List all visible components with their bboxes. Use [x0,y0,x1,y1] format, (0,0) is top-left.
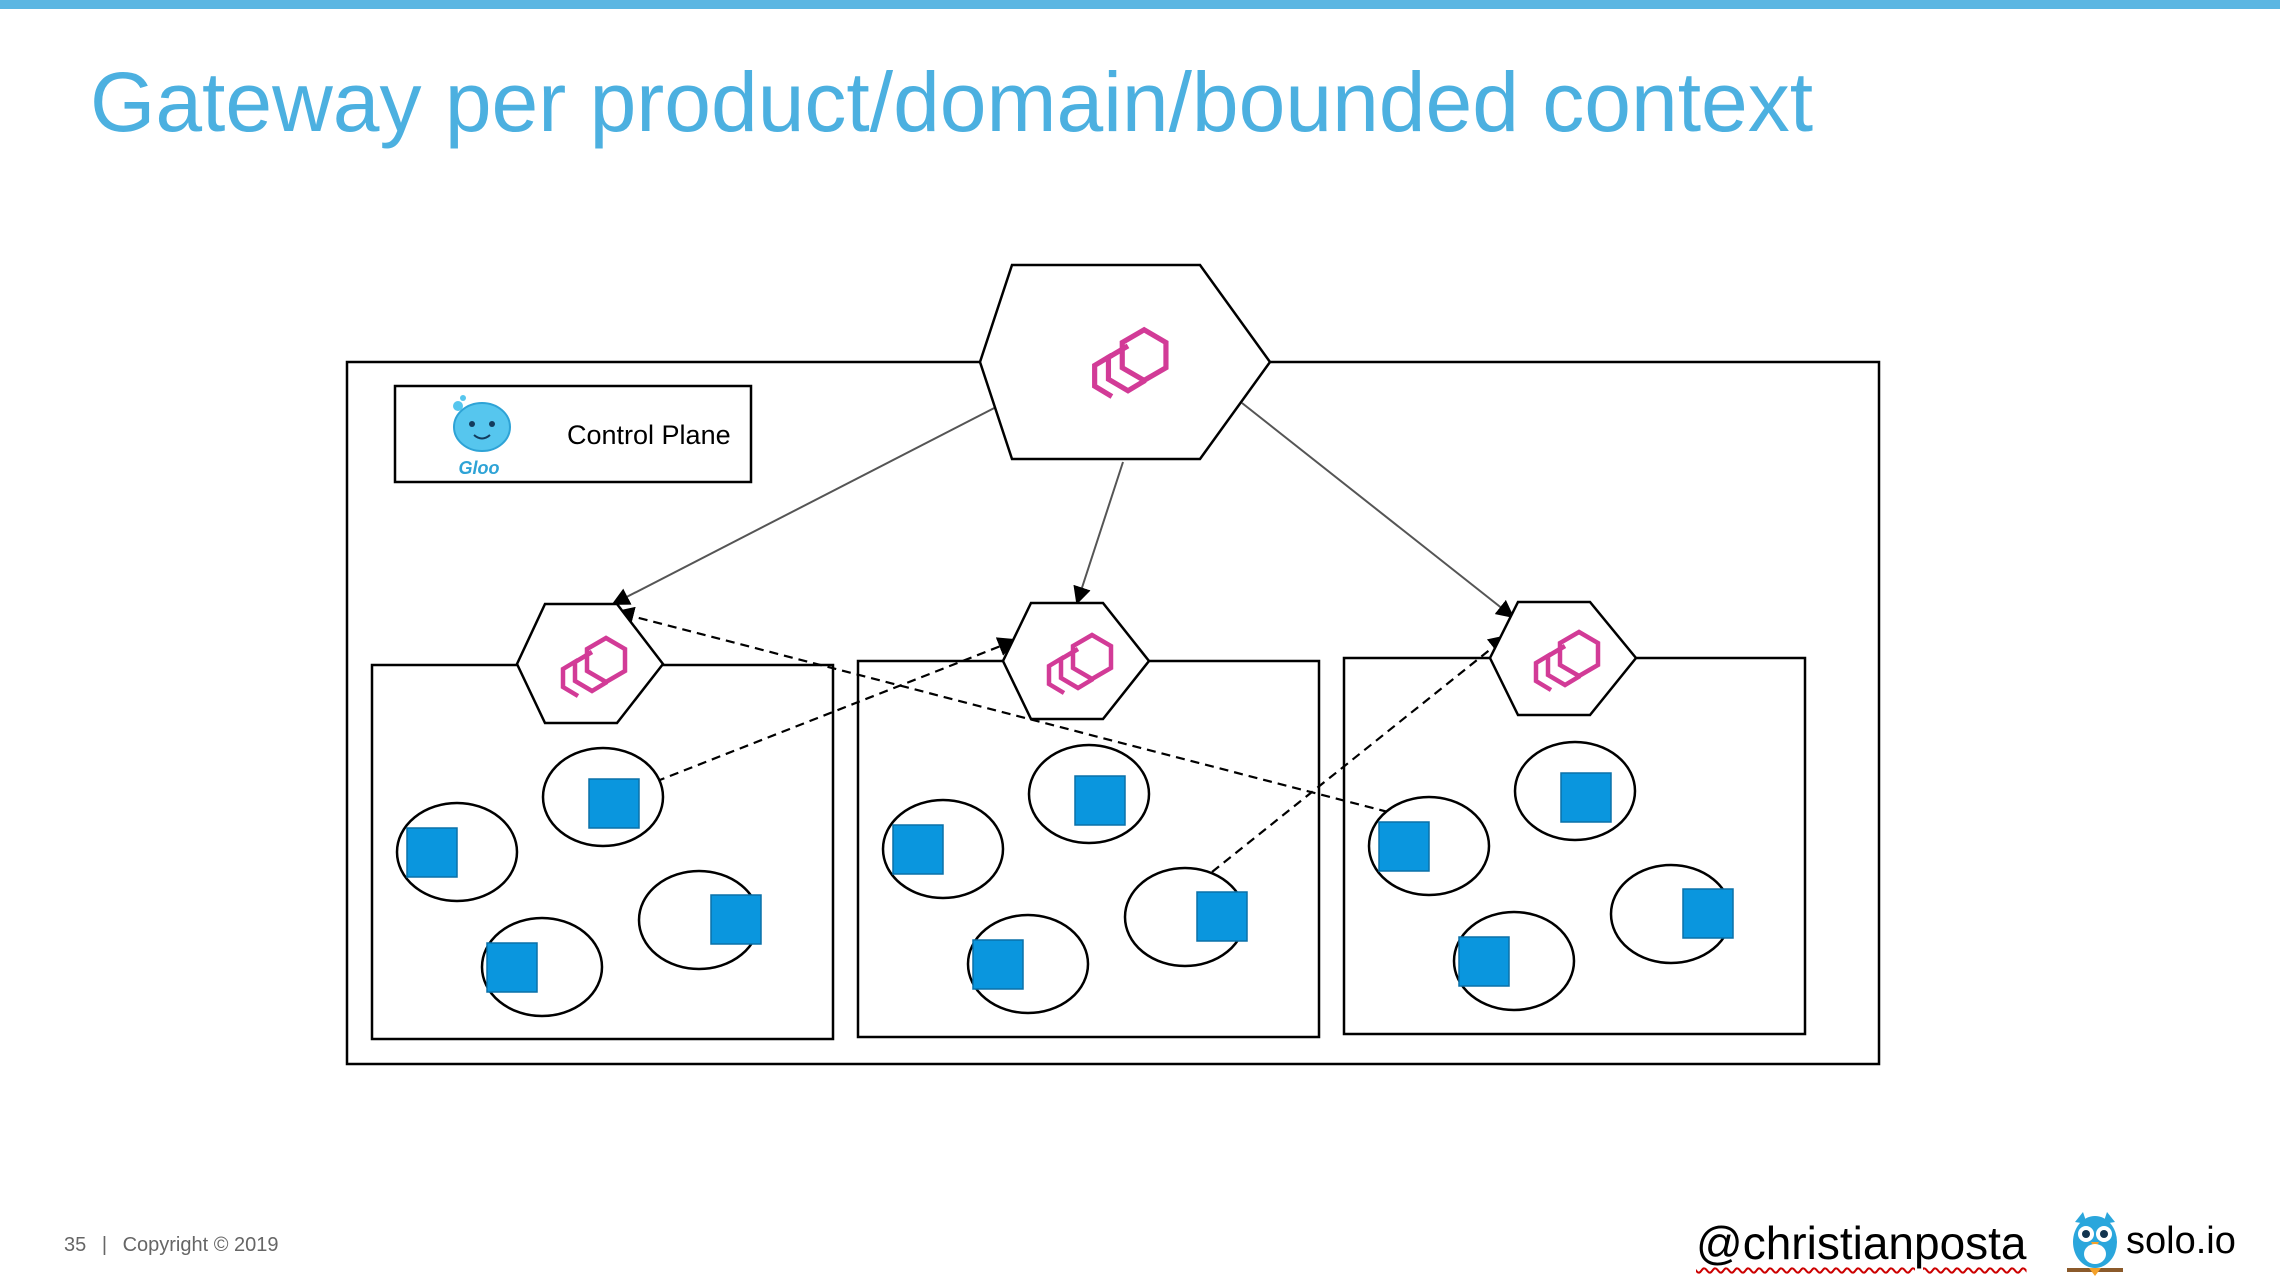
gloo-logo-text: Gloo [459,458,500,478]
route-arrow-3 [1241,402,1515,619]
slide-title: Gateway per product/domain/bounded conte… [90,55,1814,149]
domain-gateway-1 [515,602,665,725]
cross-call-arrow-1 [641,637,1018,789]
copyright: Copyright © 2019 [122,1234,279,1256]
route-arrow-2 [1073,461,1124,605]
control-plane-label: Control Plane [567,420,731,450]
service-pod [1027,743,1151,845]
control-plane-box: Gloo Control Plane [393,384,753,484]
service-pod [1367,795,1491,897]
service-pod [395,801,519,903]
service-pod [881,798,1005,900]
service-pod [1452,910,1576,1012]
service-pod [1609,863,1734,965]
service-pod [1123,866,1248,968]
service-pod [480,916,604,1018]
footer: 35 | Copyright © 2019 [64,1234,279,1257]
route-arrow-1 [611,402,1005,605]
top-accent-bar [0,0,2280,9]
cross-call-arrow-3 [1211,634,1509,873]
service-pod [541,746,665,848]
page-number: 35 [64,1234,87,1256]
service-pod [966,913,1090,1015]
service-pod [637,869,762,971]
solo-owl-icon [2067,1212,2123,1276]
cross-call-arrow-2 [614,606,1389,814]
service-pod [1513,740,1637,842]
domain-gateway-3 [1488,600,1638,717]
brand-name: solo.io [2126,1220,2236,1262]
domain-gateway-2 [1001,601,1151,721]
twitter-handle: @christianposta [1696,1217,2027,1269]
gloo-mascot-icon: Gloo [453,395,511,478]
edge-gateway [978,263,1272,461]
footer-separator: | [101,1234,108,1256]
